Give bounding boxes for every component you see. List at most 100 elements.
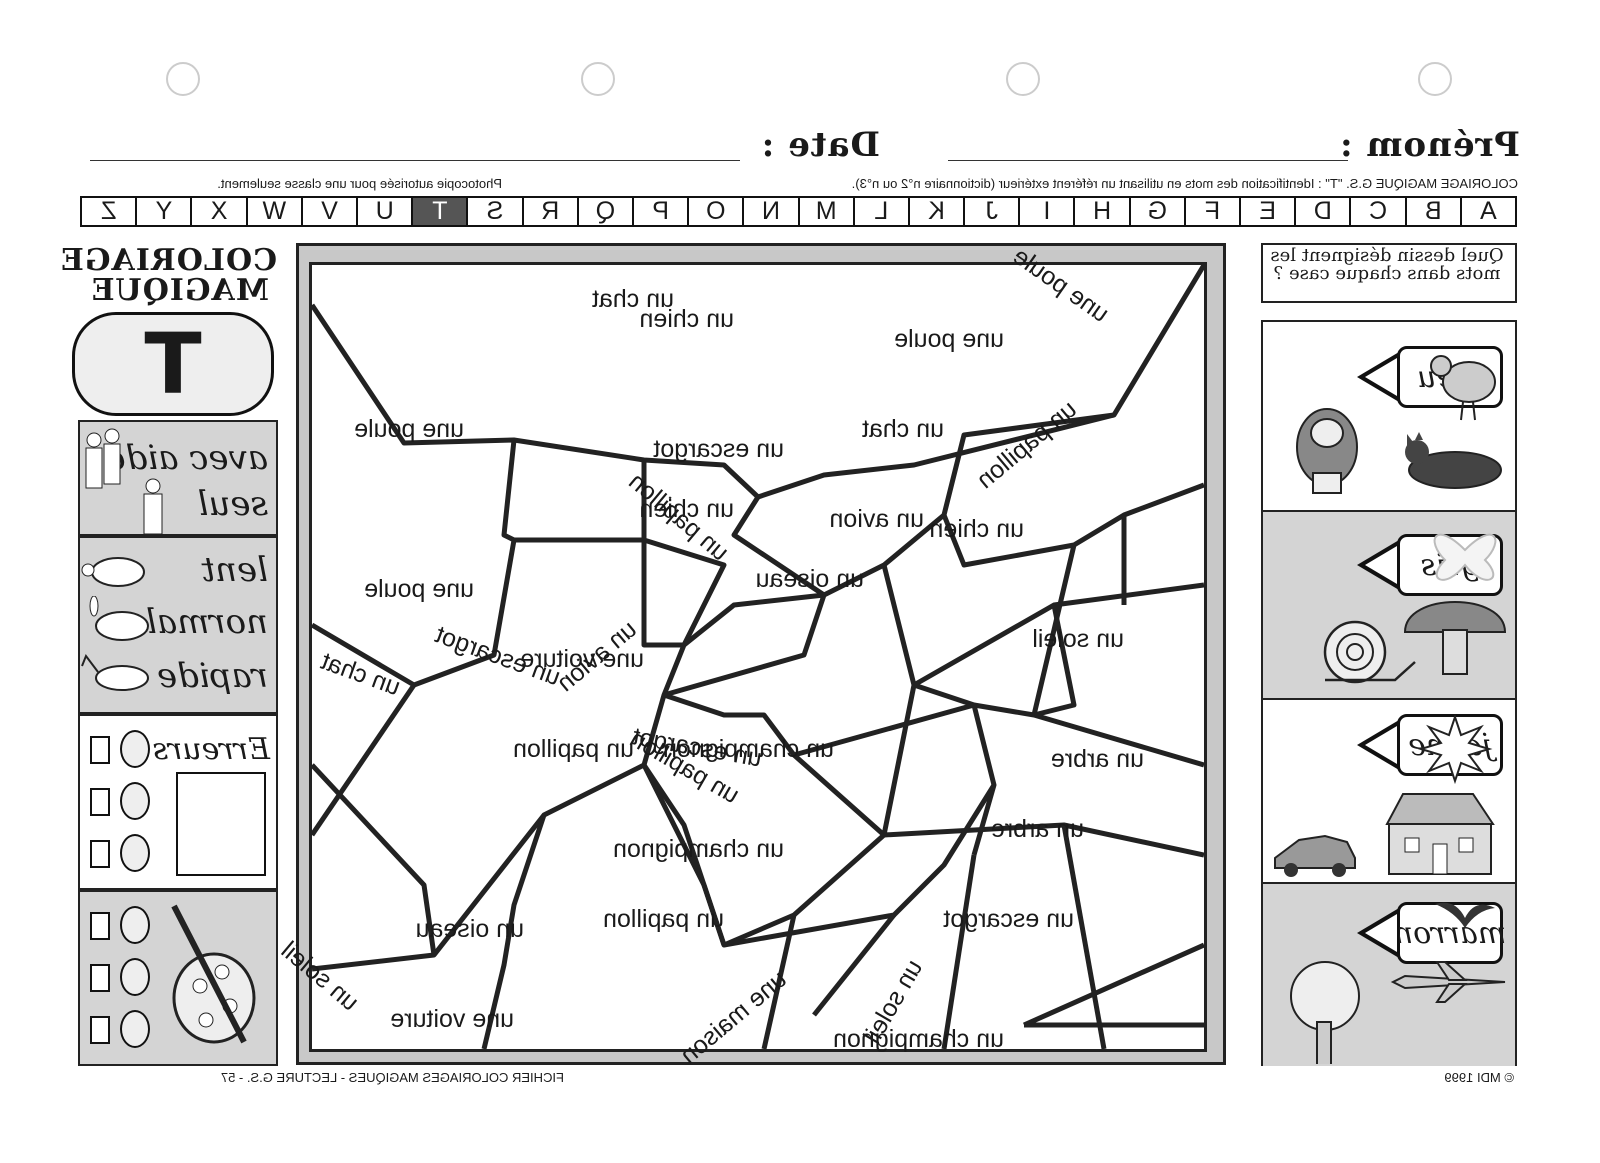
- punch-hole: [1006, 62, 1040, 96]
- alphabet-letter-e: E: [1239, 197, 1295, 225]
- speed-panel: lent normal rapide: [78, 536, 278, 714]
- punch-hole: [581, 62, 615, 96]
- alphabet-letter-o: O: [687, 197, 743, 225]
- grid-word: un papillon: [603, 905, 724, 933]
- house-icon: [1385, 793, 1495, 875]
- alphabet-letter-r: R: [521, 197, 577, 225]
- one-person-icon: [143, 478, 163, 535]
- grid-word: un avion: [829, 505, 924, 533]
- grid-word: une poule: [364, 575, 474, 603]
- alphabet-letter-b: B: [1404, 197, 1460, 225]
- grid-word: un champignon: [833, 1025, 1004, 1053]
- alphabet-letter-s: S: [466, 197, 522, 225]
- alphabet-letter-h: H: [1073, 197, 1129, 225]
- horse-icon: [81, 653, 149, 691]
- grid-word: un arbre: [1050, 745, 1144, 773]
- snail-icon: [1323, 620, 1416, 684]
- turtle-icon: [81, 557, 145, 587]
- errors-checkbox-2[interactable]: [90, 788, 110, 816]
- prenom-label: Prénom :: [1339, 125, 1520, 165]
- alphabet-letter-c: C: [1349, 197, 1405, 225]
- chicken-icon: [1430, 355, 1496, 421]
- quality-checkbox-1[interactable]: [90, 912, 110, 940]
- alphabet-letter-p: P: [632, 197, 688, 225]
- big-letter-badge: T: [72, 312, 274, 416]
- color-key-panel: bleu gris jaune marron: [1261, 320, 1517, 1066]
- alphabet-letter-i: I: [1018, 197, 1074, 225]
- grid-word: un papillon: [971, 395, 1082, 495]
- alphabet-letter-u: U: [356, 197, 412, 225]
- grid-word: un papillon: [513, 735, 634, 763]
- coloring-quality-panel: [78, 890, 278, 1066]
- footer-left: © MDI 1999: [1444, 1070, 1514, 1085]
- tree-icon: [1290, 961, 1360, 1064]
- cat-icon: [1405, 432, 1502, 489]
- palette-brush-icon: [171, 904, 256, 1044]
- grid-word: un arbre: [990, 815, 1084, 843]
- question-text: Quel dessin désignent les mots dans chaq…: [1270, 245, 1504, 284]
- grid-word: un oiseau: [755, 565, 864, 593]
- alphabet-letter-k: K: [907, 197, 964, 225]
- alphabet-letter-z: Z: [101, 197, 117, 225]
- alphabet-letter-j: J: [963, 197, 1019, 225]
- errors-checkbox-1[interactable]: [90, 736, 110, 764]
- alphabet-letter-f: F: [1183, 197, 1240, 225]
- option-normal[interactable]: normal: [145, 602, 268, 642]
- grid-word: un soleil: [1032, 625, 1124, 653]
- alphabet-letter-l: L: [852, 197, 908, 225]
- coloring-grid: une poule un chien un chat une poule un papi…: [276, 242, 1207, 1070]
- grid-word: un chat: [317, 646, 404, 702]
- grid-frame: une poule un chien un chat une poule un papi…: [276, 242, 1226, 1070]
- option-avec-aide[interactable]: avec aide: [105, 438, 268, 478]
- errors-checkbox-3[interactable]: [90, 840, 110, 868]
- help-panel: avec aide seul: [78, 420, 278, 536]
- errors-count-box[interactable]: [176, 772, 266, 876]
- grid-word: un chat: [861, 415, 944, 443]
- grid-word-layer: une poule un chien un chat une poule un papi…: [276, 242, 1204, 1070]
- grid-svg: [309, 263, 1207, 1050]
- key-pictures: [1274, 355, 1507, 1064]
- plane-icon: [1390, 961, 1506, 1003]
- alphabet-letter-w: W: [245, 197, 301, 225]
- alphabet-letter-m: M: [797, 197, 853, 225]
- neutral-face-icon: [120, 958, 150, 996]
- alphabet-letter-g: G: [1128, 197, 1184, 225]
- happy-face-icon: [120, 834, 150, 872]
- title-block: COLORIAGE MAGIQUE: [60, 243, 277, 308]
- bird-icon: [1435, 902, 1495, 928]
- grid-word: un champignon: [613, 835, 784, 863]
- date-field[interactable]: [90, 160, 740, 161]
- title-line2: MAGIQUE: [90, 273, 269, 308]
- punch-hole: [166, 62, 200, 96]
- grid-word: un oiseau: [415, 915, 524, 943]
- option-lent[interactable]: lent: [201, 550, 268, 590]
- alphabet-letter-a: A: [1459, 197, 1515, 225]
- punch-hole: [1418, 62, 1452, 96]
- option-rapide[interactable]: rapide: [156, 656, 268, 696]
- grid-word: un chat: [591, 285, 674, 313]
- butterfly-icon: [1433, 533, 1497, 581]
- prenom-field[interactable]: [948, 160, 1348, 161]
- quality-checkbox-3[interactable]: [90, 1016, 110, 1044]
- grid-word: une poule: [354, 415, 464, 443]
- alphabet-letter-x: X: [190, 197, 246, 225]
- date-label: Date :: [760, 125, 880, 165]
- footer-right: FICHIER COLORIAGES MAGIQUES - LECTURE G.…: [220, 1070, 564, 1085]
- grid-word: une poule: [1007, 242, 1114, 328]
- option-seul[interactable]: seul: [197, 484, 268, 524]
- sun-icon: [1417, 713, 1493, 785]
- alphabet-letter-d: D: [1294, 197, 1350, 225]
- mushroom-icon: [1403, 601, 1507, 675]
- quality-checkbox-2[interactable]: [90, 964, 110, 992]
- grid-word: un chien: [929, 515, 1024, 543]
- errors-label: Erreurs: [152, 732, 270, 767]
- sad-face-icon: [120, 906, 150, 944]
- grid-word: un escargot: [653, 435, 784, 463]
- grid-word: une voiture: [390, 1005, 514, 1033]
- alphabet-letter-v: V: [300, 197, 357, 225]
- alphabet-letter-q: Q: [576, 197, 632, 225]
- dog-icon: [1296, 408, 1358, 494]
- subtitle: COLORIAGE MAGIQUE G.S. "T" : Identificat…: [851, 176, 1518, 191]
- car-icon: [1274, 834, 1356, 877]
